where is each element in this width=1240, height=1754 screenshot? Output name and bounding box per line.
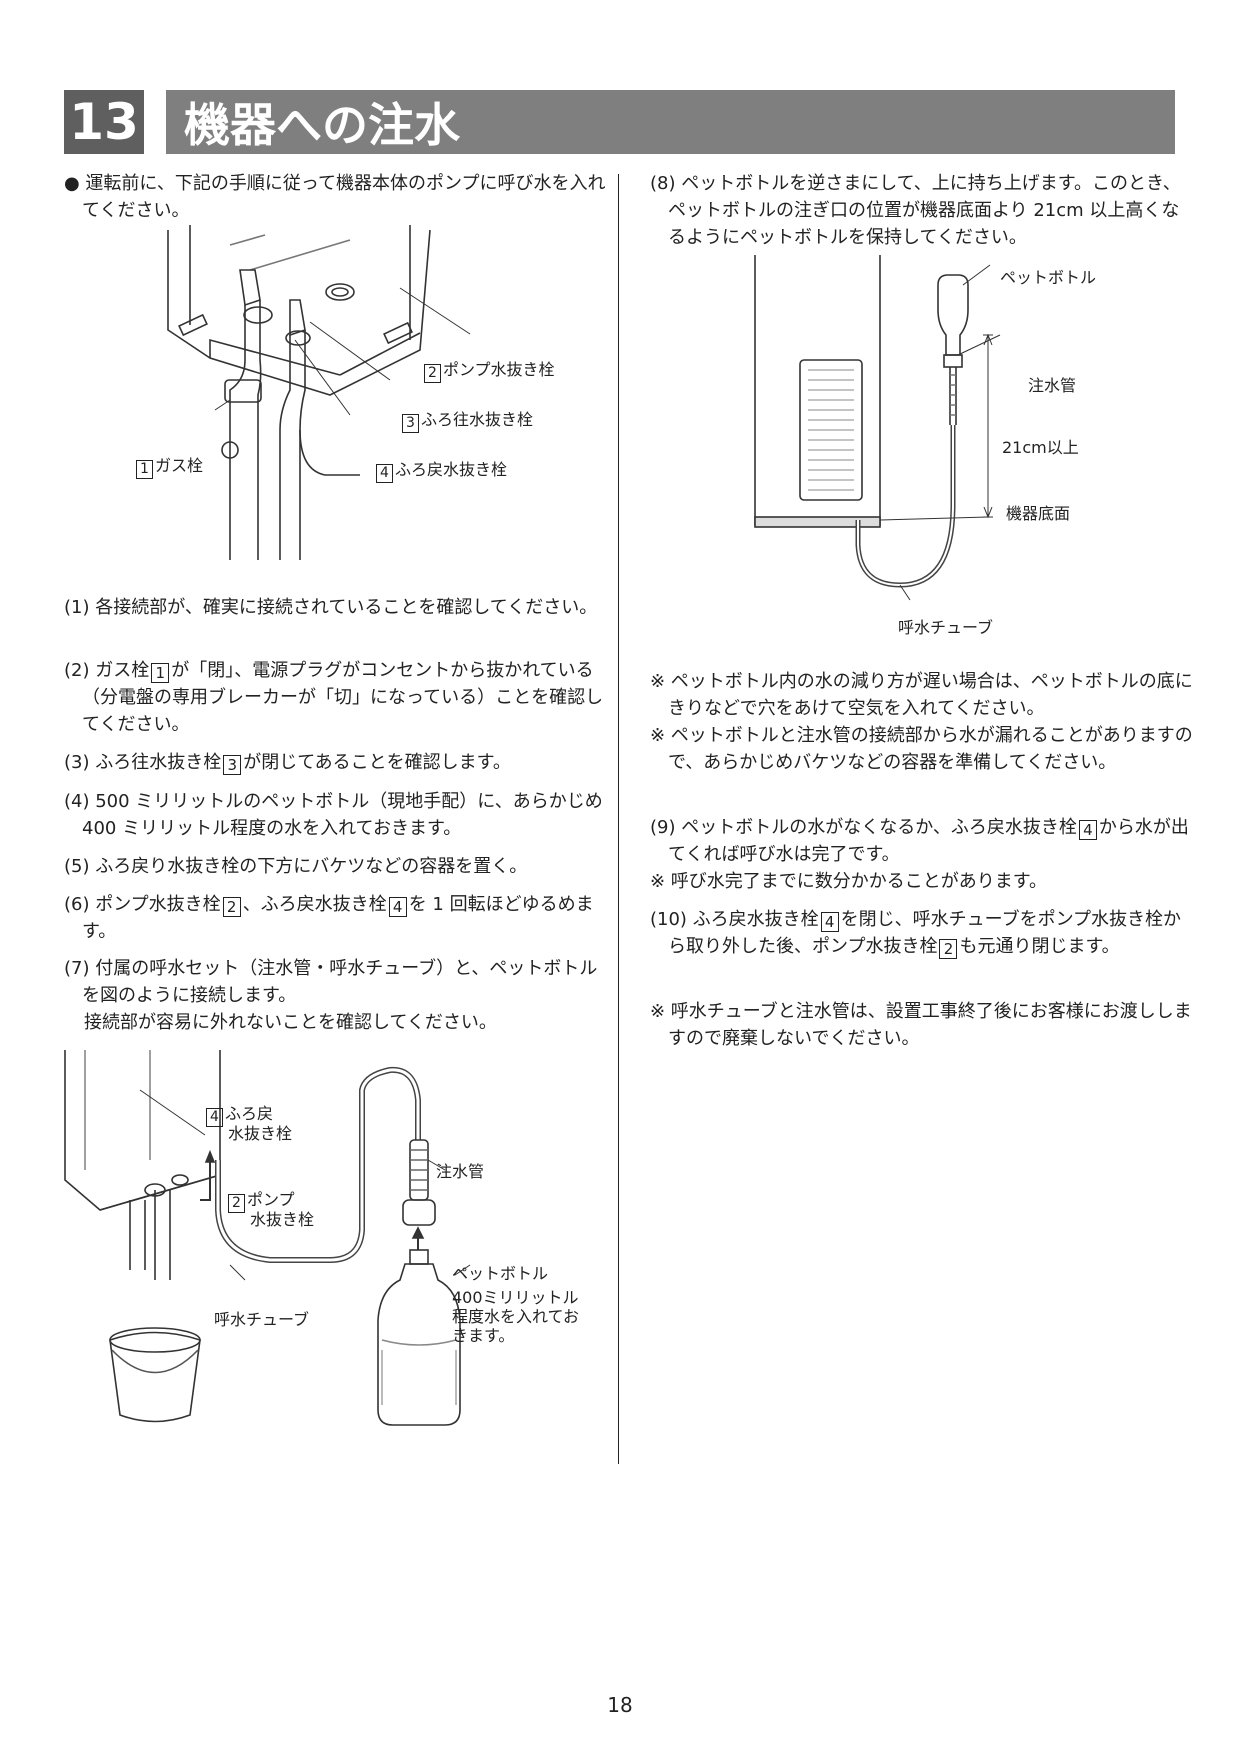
label-bath-return-drain-2: 水抜き栓 bbox=[228, 1124, 293, 1143]
section-number: 13 bbox=[64, 90, 144, 154]
step-7: (7) 付属の呼水セット（注水管・呼水チューブ）と、ペットボトルを図のように接続… bbox=[64, 958, 598, 1006]
note-2: ※ ペットボトルと注水管の接続部から水が漏れることがありますので、あらかじめバケ… bbox=[650, 725, 1193, 773]
step-1: (1) 各接続部が、確実に接続されていることを確認してください。 bbox=[64, 597, 598, 618]
page-number: 18 bbox=[607, 1693, 633, 1717]
label-height: 21cm以上 bbox=[1002, 438, 1079, 457]
label-unit-bottom: 機器底面 bbox=[1006, 504, 1071, 523]
intro-text: ● 運転前に、下記の手順に従って機器本体のポンプに呼び水を入れてください。 bbox=[64, 173, 606, 221]
note-1: ※ ペットボトル内の水の減り方が遅い場合は、ペットボトルの底にきりなどで穴をあけ… bbox=[650, 671, 1193, 719]
column-divider bbox=[618, 174, 619, 1464]
label-fill-pipe: 注水管 bbox=[1028, 376, 1077, 395]
step-7-note: 接続部が容易に外れないことを確認してください。 bbox=[84, 1012, 497, 1033]
figure-unit-valves bbox=[167, 225, 471, 560]
label-priming-tube: 呼水チューブ bbox=[898, 618, 994, 637]
label-bottle-note-2: 程度水を入れてお bbox=[452, 1307, 580, 1326]
step-4: (4) 500 ミリリットルのペットボトル（現地手配）に、あらかじめ 400 ミ… bbox=[64, 791, 603, 839]
label-bottle-note-3: きます。 bbox=[452, 1326, 515, 1345]
bath-return-drain-number: 4 bbox=[388, 897, 407, 917]
figure-bottle-height bbox=[754, 255, 1001, 601]
bath-return-drain-number: 4 bbox=[820, 912, 839, 932]
figure-priming-setup bbox=[64, 1050, 471, 1426]
bath-return-drain-number: 4 bbox=[1078, 820, 1097, 840]
note-3: ※ 呼び水完了までに数分かかることがあります。 bbox=[650, 871, 1048, 892]
bath-out-drain-number: 3 bbox=[223, 755, 242, 775]
step-5: (5) ふろ戻り水抜き栓の下方にバケツなどの容器を置く。 bbox=[64, 856, 528, 877]
gas-valve-number: 1 bbox=[151, 663, 170, 683]
step-8: (8) ペットボトルを逆さまにして、上に持ち上げます。このとき、ペットボトルの注… bbox=[650, 173, 1181, 248]
pump-drain-number: 2 bbox=[939, 939, 958, 959]
section-title: 機器への注水 bbox=[166, 90, 1175, 154]
label-bottle-note-1: 400ミリリットル bbox=[452, 1288, 579, 1307]
label-bottle: ペットボトル bbox=[1000, 268, 1097, 287]
note-4: ※ 呼水チューブと注水管は、設置工事終了後にお客様にお渡ししますので廃棄しないで… bbox=[650, 1001, 1192, 1049]
label-priming-tube: 呼水チューブ bbox=[214, 1310, 310, 1329]
label-pump-drain-2: 水抜き栓 bbox=[250, 1210, 315, 1229]
label-fill-pipe: 注水管 bbox=[436, 1162, 485, 1181]
label-bottle: ペットボトル bbox=[452, 1264, 549, 1283]
pump-drain-number: 2 bbox=[222, 897, 241, 917]
